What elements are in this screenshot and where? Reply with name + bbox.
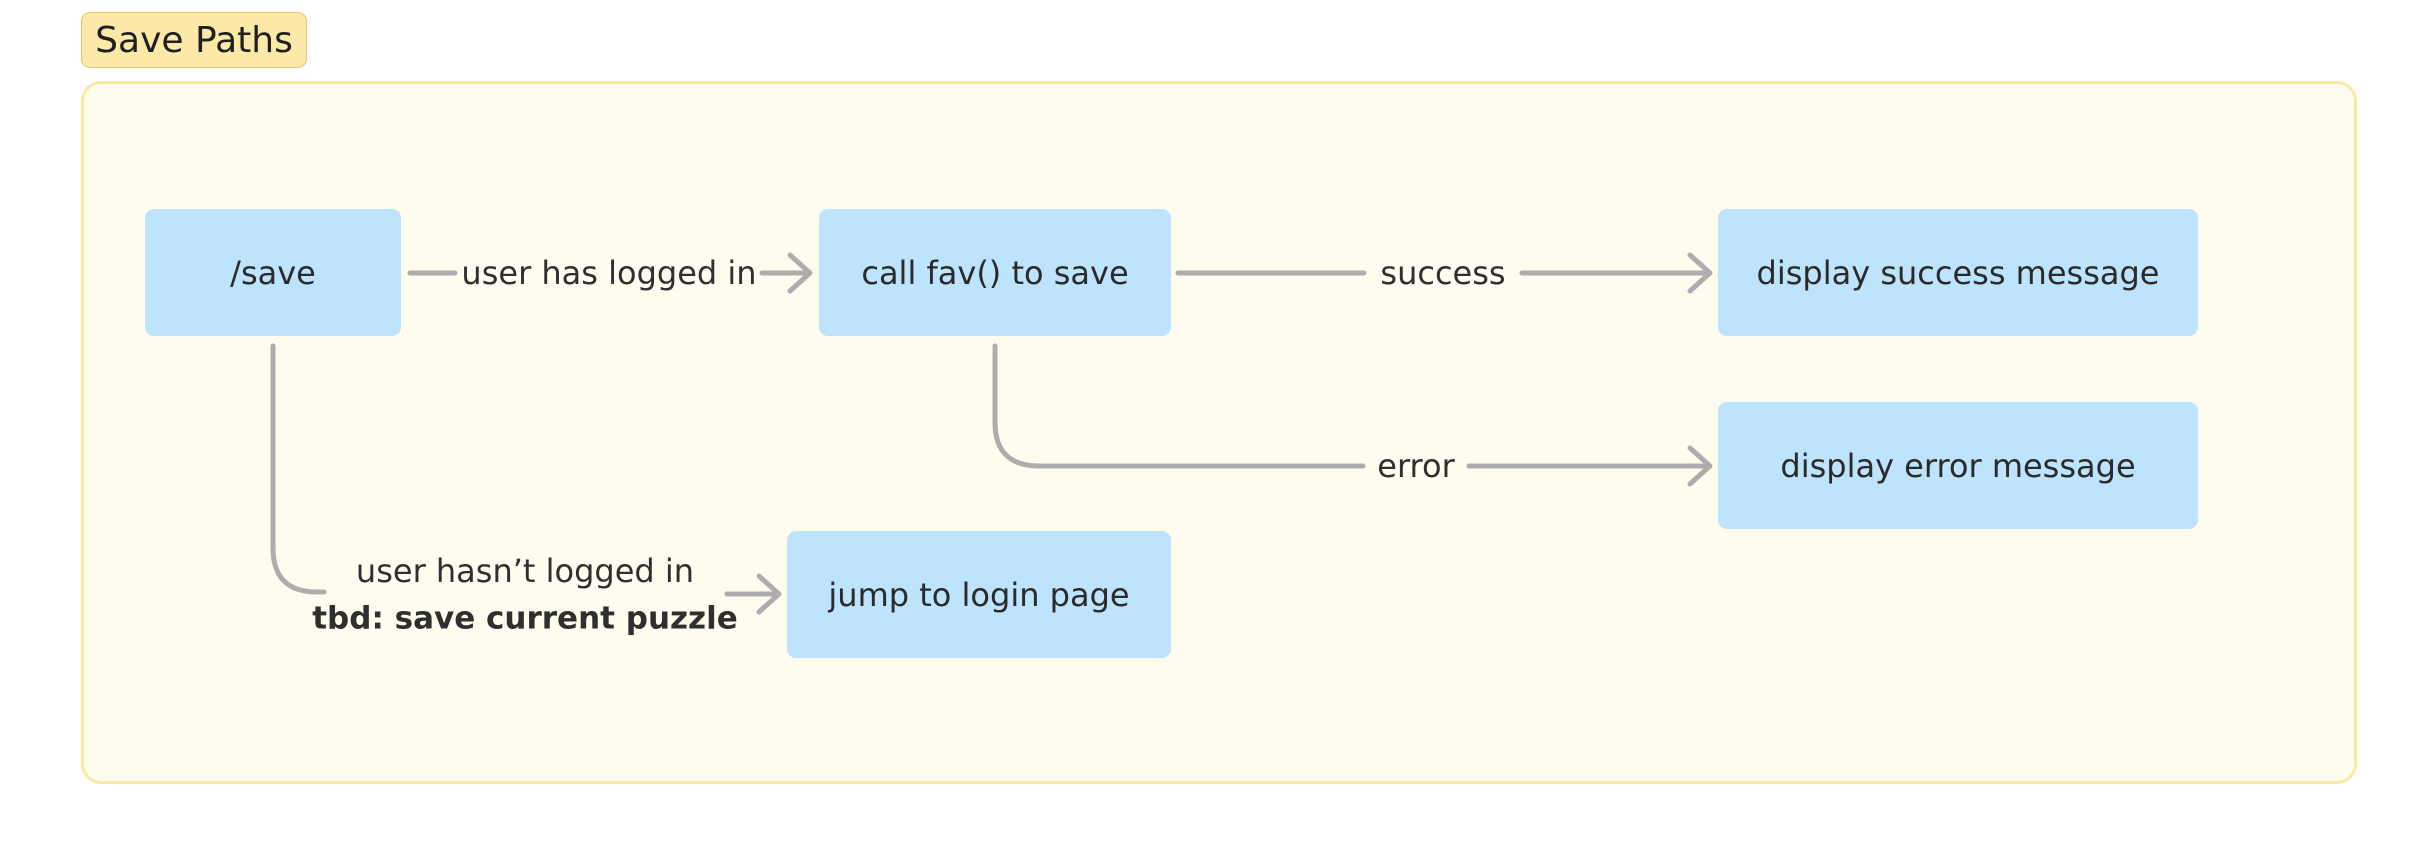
jump-login-node[interactable]: jump to login page — [787, 531, 1171, 658]
section-title[interactable]: Save Paths — [81, 12, 307, 68]
arrowhead-save-to-call-fav — [787, 252, 813, 294]
display-error-node[interactable]: display error message — [1718, 402, 2198, 529]
edge-label-logged-in: user has logged in — [461, 254, 757, 292]
arrowhead-call-fav-to-success — [1687, 252, 1713, 294]
arrowhead-call-fav-to-error — [1687, 445, 1713, 487]
display-success-node[interactable]: display success message — [1718, 209, 2198, 336]
edge-label-error: error — [1377, 447, 1455, 485]
edge-label-success: success — [1380, 254, 1506, 292]
edge-label-not-logged-in: user hasn’t logged in — [355, 552, 695, 590]
call-fav-node[interactable]: call fav() to save — [819, 209, 1171, 336]
connector-save-to-login-start — [270, 343, 327, 595]
connector-call-fav-to-error-start — [992, 343, 1366, 469]
edge-label-not-logged-in-note: tbd: save current puzzle — [312, 600, 738, 637]
save-node[interactable]: /save — [145, 209, 401, 336]
arrowhead-save-to-login — [756, 573, 782, 615]
